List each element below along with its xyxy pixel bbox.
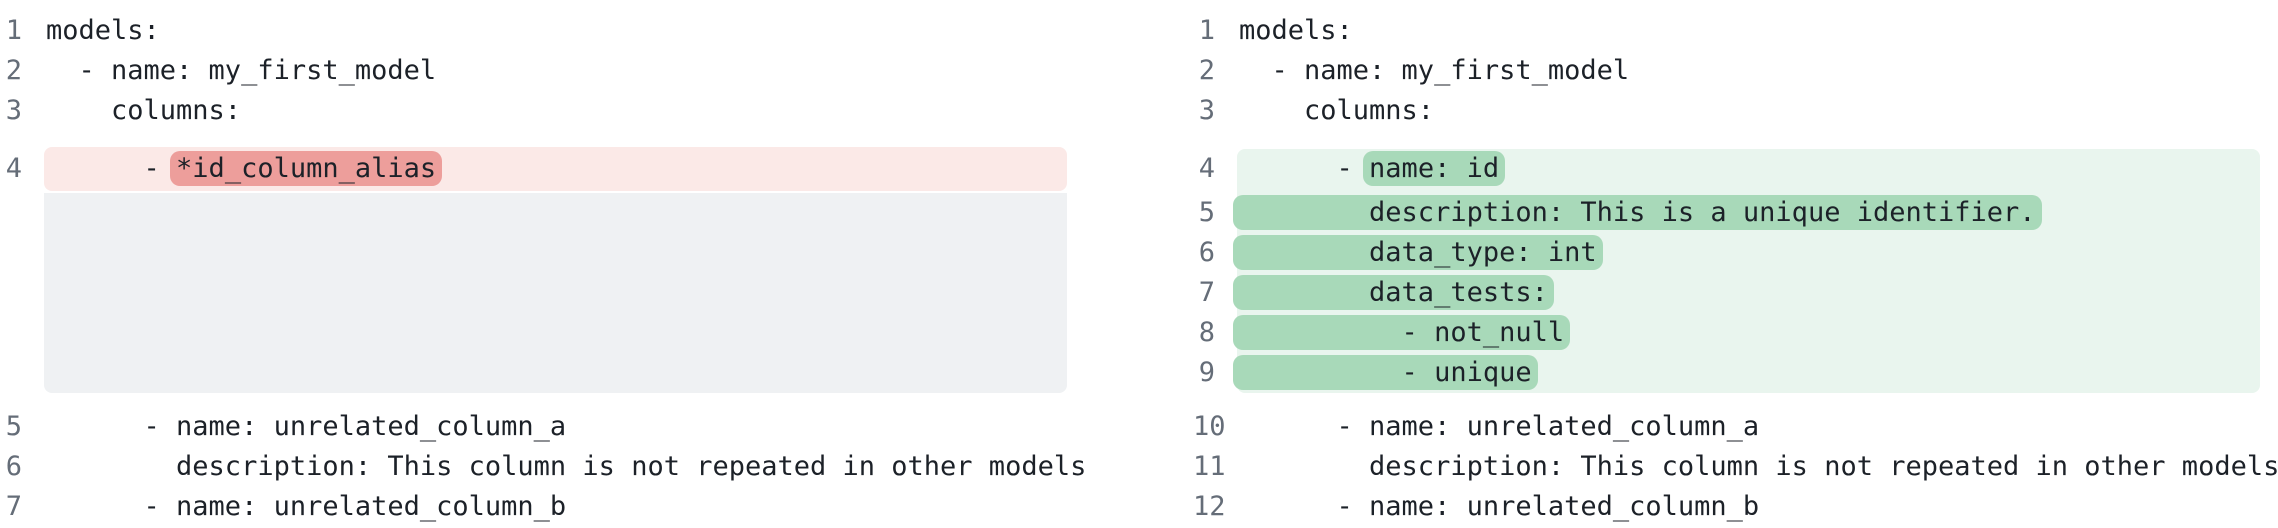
diff-row: 5 description: This is a unique identifi… [1193,193,2278,233]
code-line: description: This column is not repeated… [44,447,1086,487]
line-number: 4 [1198,153,1215,184]
code-line: data_type: int [1233,233,2260,273]
diff-row: 9 - unique [1193,353,2278,393]
line-number: 9 [1198,357,1215,388]
removed-word-highlight: *id_column_alias [170,151,443,186]
line-number: 1 [5,15,22,46]
line-number: 6 [5,451,22,482]
line-number: 7 [5,491,22,522]
diff-row: 10 - name: unrelated_column_a [1193,407,2278,447]
diff-row: 4 - *id_column_alias [0,147,1139,193]
line-number: 12 [1193,491,1226,522]
diff-row: 3 columns: [1193,91,2278,131]
diff-row: 3 columns: [0,91,1139,131]
line-number: 7 [1198,277,1215,308]
code-line: columns: [44,91,1067,131]
code-unchanged-segment: - [46,153,177,184]
code-line: description: This column is not repeated… [1237,447,2278,487]
diff-row: 5 - name: unrelated_column_a [0,407,1139,447]
added-word-highlight: data_type: int [1233,235,1603,270]
code-text: columns: [1239,95,1435,126]
code-line: - not_null [1233,313,2260,353]
code-line: - name: my_first_model [44,51,1067,91]
line-number: 5 [1198,197,1215,228]
added-word-highlight: - not_null [1233,315,1571,350]
diff-filler-block [44,193,1067,393]
code-line: models: [1237,11,2260,51]
diff-row: 1 models: [0,11,1139,51]
line-number: 3 [1198,95,1215,126]
line-number: 5 [5,411,22,442]
code-line: - *id_column_alias [44,147,1067,191]
line-number: 4 [5,153,22,184]
code-line: - name: my_first_model [1237,51,2260,91]
code-line: - unique [1233,353,2260,393]
line-number: 2 [1198,55,1215,86]
line-number: 6 [1198,237,1215,268]
diff-row: 6 data_type: int [1193,233,2278,273]
code-text: models: [1239,15,1353,46]
diff-row: 4 - name: id [1193,147,2278,193]
code-text: columns: [46,95,242,126]
code-text: - name: unrelated_column_a [1239,411,1760,442]
added-word-highlight: description: This is a unique identifier… [1233,195,2042,230]
code-text: description: This column is not repeated… [46,451,1087,482]
code-text: models: [46,15,160,46]
code-text: - name: unrelated_column_b [46,491,567,522]
code-line: models: [44,11,1067,51]
diff-row: 6 description: This column is not repeat… [0,447,1139,487]
code-line: - name: unrelated_column_a [44,407,1067,447]
diff-row: 11 description: This column is not repea… [1193,447,2278,487]
line-number: 10 [1193,411,1226,442]
line-number: 2 [5,55,22,86]
code-text: - name: my_first_model [1239,55,1630,86]
line-number: 1 [1198,15,1215,46]
diff-row: 2 - name: my_first_model [0,51,1139,91]
code-text: - name: unrelated_column_a [46,411,567,442]
diff-row: 8 - not_null [1193,313,2278,353]
line-number: 3 [5,95,22,126]
code-line: - name: id [1237,149,2260,193]
diff-row: 7 data_tests: [1193,273,2278,313]
code-unchanged-segment: - [1239,153,1370,184]
added-word-highlight: - unique [1233,355,1538,390]
diff-row: 7 - name: unrelated_column_b [0,487,1139,527]
code-line: data_tests: [1233,273,2260,313]
code-line: columns: [1237,91,2260,131]
line-number: 8 [1198,317,1215,348]
code-line: - name: unrelated_column_a [1237,407,2260,447]
code-text: - name: my_first_model [46,55,437,86]
code-line: - name: unrelated_column_b [1237,487,2260,527]
diff-row: 1 models: [1193,11,2278,51]
line-number: 11 [1193,451,1226,482]
added-word-highlight: data_tests: [1233,275,1554,310]
code-line: - name: unrelated_column_b [44,487,1067,527]
diff-row: 12 - name: unrelated_column_b [1193,487,2278,527]
added-word-highlight: name: id [1363,151,1506,186]
code-line: description: This is a unique identifier… [1233,193,2260,233]
diff-row: 2 - name: my_first_model [1193,51,2278,91]
code-text: description: This column is not repeated… [1239,451,2278,482]
code-text: - name: unrelated_column_b [1239,491,1760,522]
